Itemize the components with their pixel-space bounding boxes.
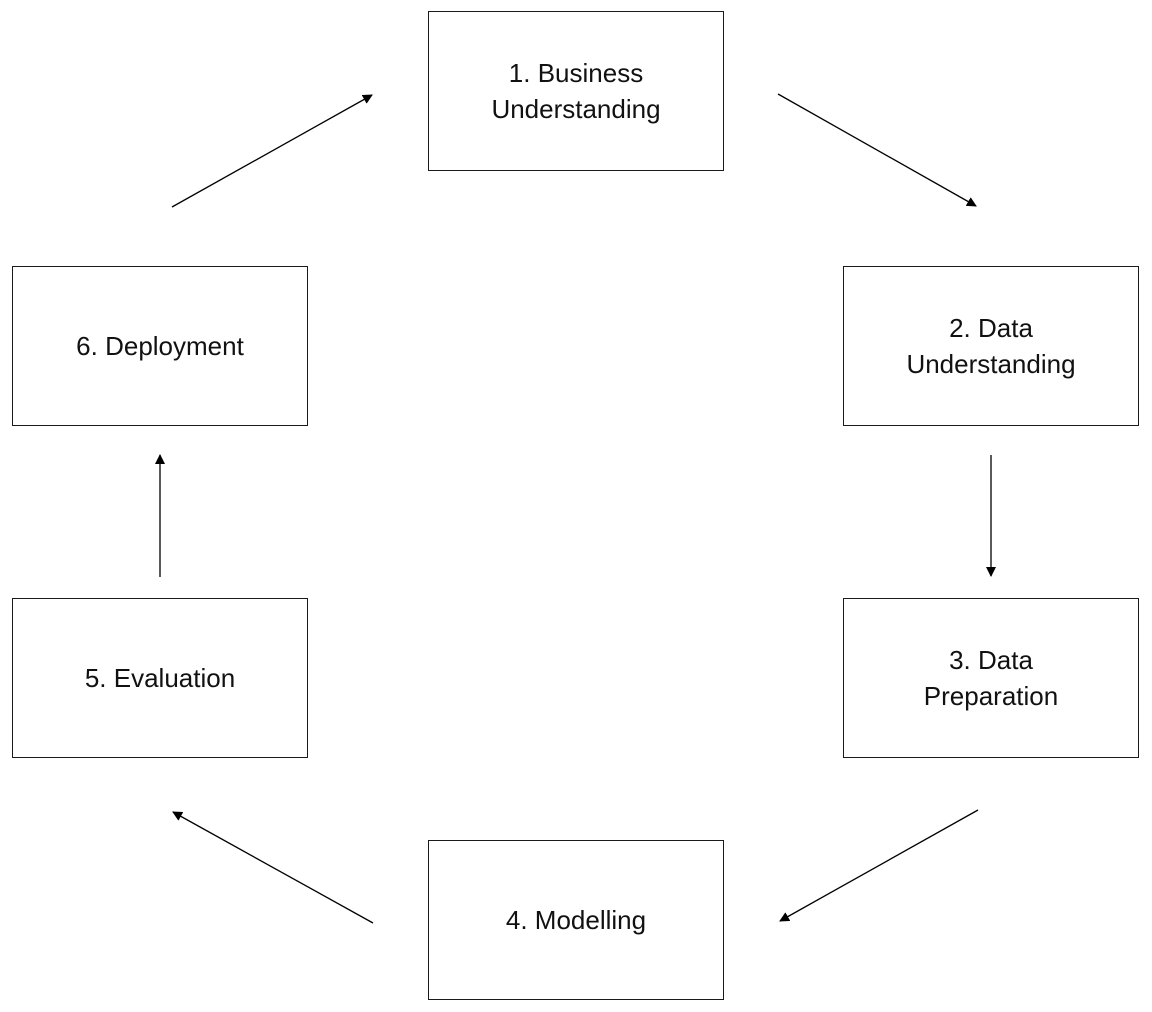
- step-label: 1. Business Understanding: [491, 58, 661, 124]
- step-label: 6. Deployment: [76, 331, 244, 361]
- step-business-understanding: 1. Business Understanding: [428, 11, 724, 171]
- step-evaluation: 5. Evaluation: [12, 598, 308, 758]
- step-data-preparation: 3. Data Preparation: [843, 598, 1139, 758]
- step-label: 4. Modelling: [505, 905, 647, 935]
- step-label: 3. Data Preparation: [923, 645, 1059, 711]
- arrow-modelling-to-evaluation: [172, 811, 374, 924]
- arrow-deployment-to-business: [171, 94, 373, 208]
- arrow-business-to-data-understanding: [777, 93, 977, 207]
- step-data-understanding: 2. Data Understanding: [843, 266, 1139, 426]
- arrow-preparation-to-modelling: [779, 809, 979, 922]
- step-label: 2. Data Understanding: [906, 313, 1076, 379]
- step-label: 5. Evaluation: [84, 663, 236, 693]
- step-deployment: 6. Deployment: [12, 266, 308, 426]
- step-modelling: 4. Modelling: [428, 840, 724, 1000]
